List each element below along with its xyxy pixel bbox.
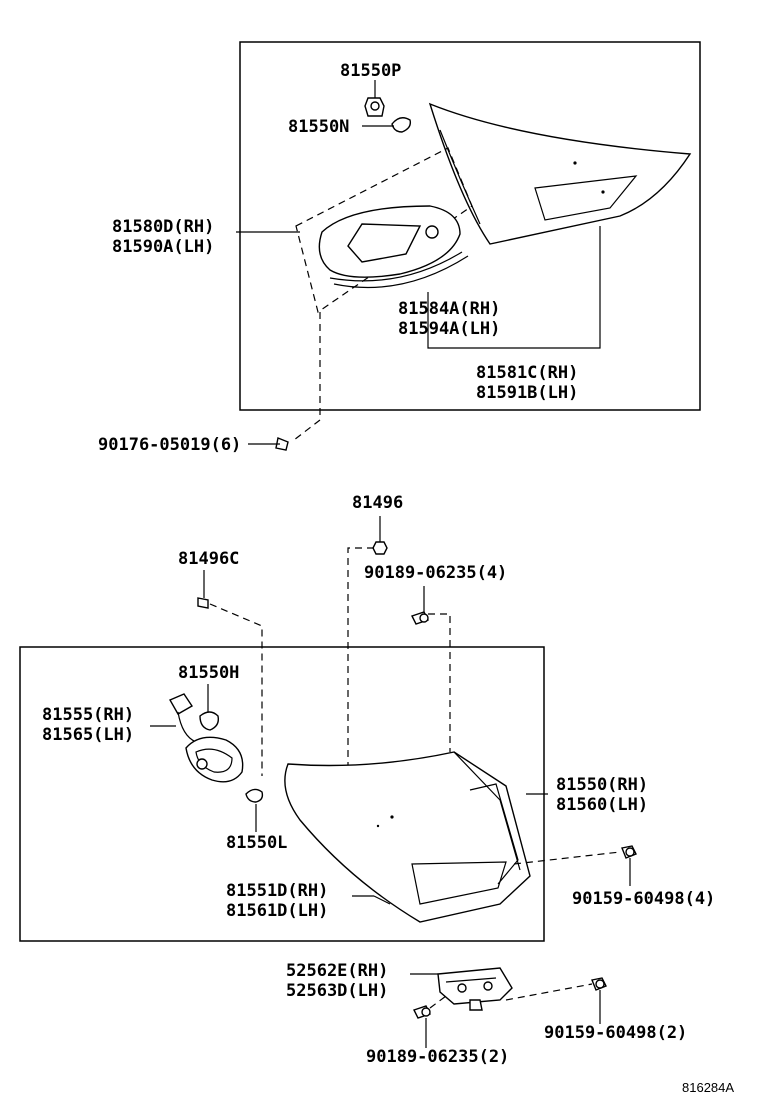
inner-lamp-81550[interactable] xyxy=(284,751,531,923)
label-81581c: 81581C(RH) xyxy=(476,363,578,383)
label-81594a: 81594A(LH) xyxy=(398,319,500,339)
label-81584a: 81584A(RH) xyxy=(398,299,500,319)
top-group-frame xyxy=(239,41,701,411)
bulb-81550h[interactable] xyxy=(199,711,220,731)
label-81561d: 81561D(LH) xyxy=(226,901,328,921)
clip-90176-05019[interactable] xyxy=(275,437,289,451)
label-90159-60498-4: 90159-60498(4) xyxy=(572,889,715,909)
label-81560: 81560(LH) xyxy=(556,795,648,815)
label-52563d: 52563D(LH) xyxy=(286,981,388,1001)
label-81591b: 81591B(LH) xyxy=(476,383,578,403)
socket-wire-81555[interactable] xyxy=(169,693,244,783)
label-81496c: 81496C xyxy=(178,549,239,569)
bracket-52562e[interactable] xyxy=(437,967,513,1011)
lens-housing-81581c[interactable] xyxy=(428,102,692,245)
nut-81496[interactable] xyxy=(372,541,388,555)
label-81550p: 81550P xyxy=(340,61,401,81)
label-81551d: 81551D(RH) xyxy=(226,881,328,901)
clip-81496c[interactable] xyxy=(197,597,209,609)
label-90189-06235-2: 90189-06235(2) xyxy=(366,1047,509,1067)
screw-90189-06235-2[interactable] xyxy=(413,1005,431,1019)
label-52562e: 52562E(RH) xyxy=(286,961,388,981)
screw-90159-60498-4[interactable] xyxy=(621,845,637,859)
label-90159-60498-2: 90159-60498(2) xyxy=(544,1023,687,1043)
bulb-socket-81550p[interactable] xyxy=(364,97,385,117)
gasket-outline-81580d xyxy=(295,147,473,313)
label-81580d: 81580D(RH) xyxy=(112,217,214,237)
label-81550: 81550(RH) xyxy=(556,775,648,795)
label-90189-06235-4: 90189-06235(4) xyxy=(364,563,507,583)
reflector-81584a[interactable] xyxy=(318,205,469,289)
label-81590a: 81590A(LH) xyxy=(112,237,214,257)
label-81555: 81555(RH) xyxy=(42,705,134,725)
label-81496: 81496 xyxy=(352,493,403,513)
label-90176-05019: 90176-05019(6) xyxy=(98,435,241,455)
bulb-81550l[interactable] xyxy=(245,788,264,803)
label-81565: 81565(LH) xyxy=(42,725,134,745)
bulb-81550n[interactable] xyxy=(391,117,412,133)
screw-90159-60498-2[interactable] xyxy=(591,977,607,991)
label-81550n: 81550N xyxy=(288,117,349,137)
screw-90189-06235-4[interactable] xyxy=(411,611,429,625)
label-81550h: 81550H xyxy=(178,663,239,683)
label-81550l: 81550L xyxy=(226,833,287,853)
figure-id: 816284A xyxy=(682,1080,734,1095)
